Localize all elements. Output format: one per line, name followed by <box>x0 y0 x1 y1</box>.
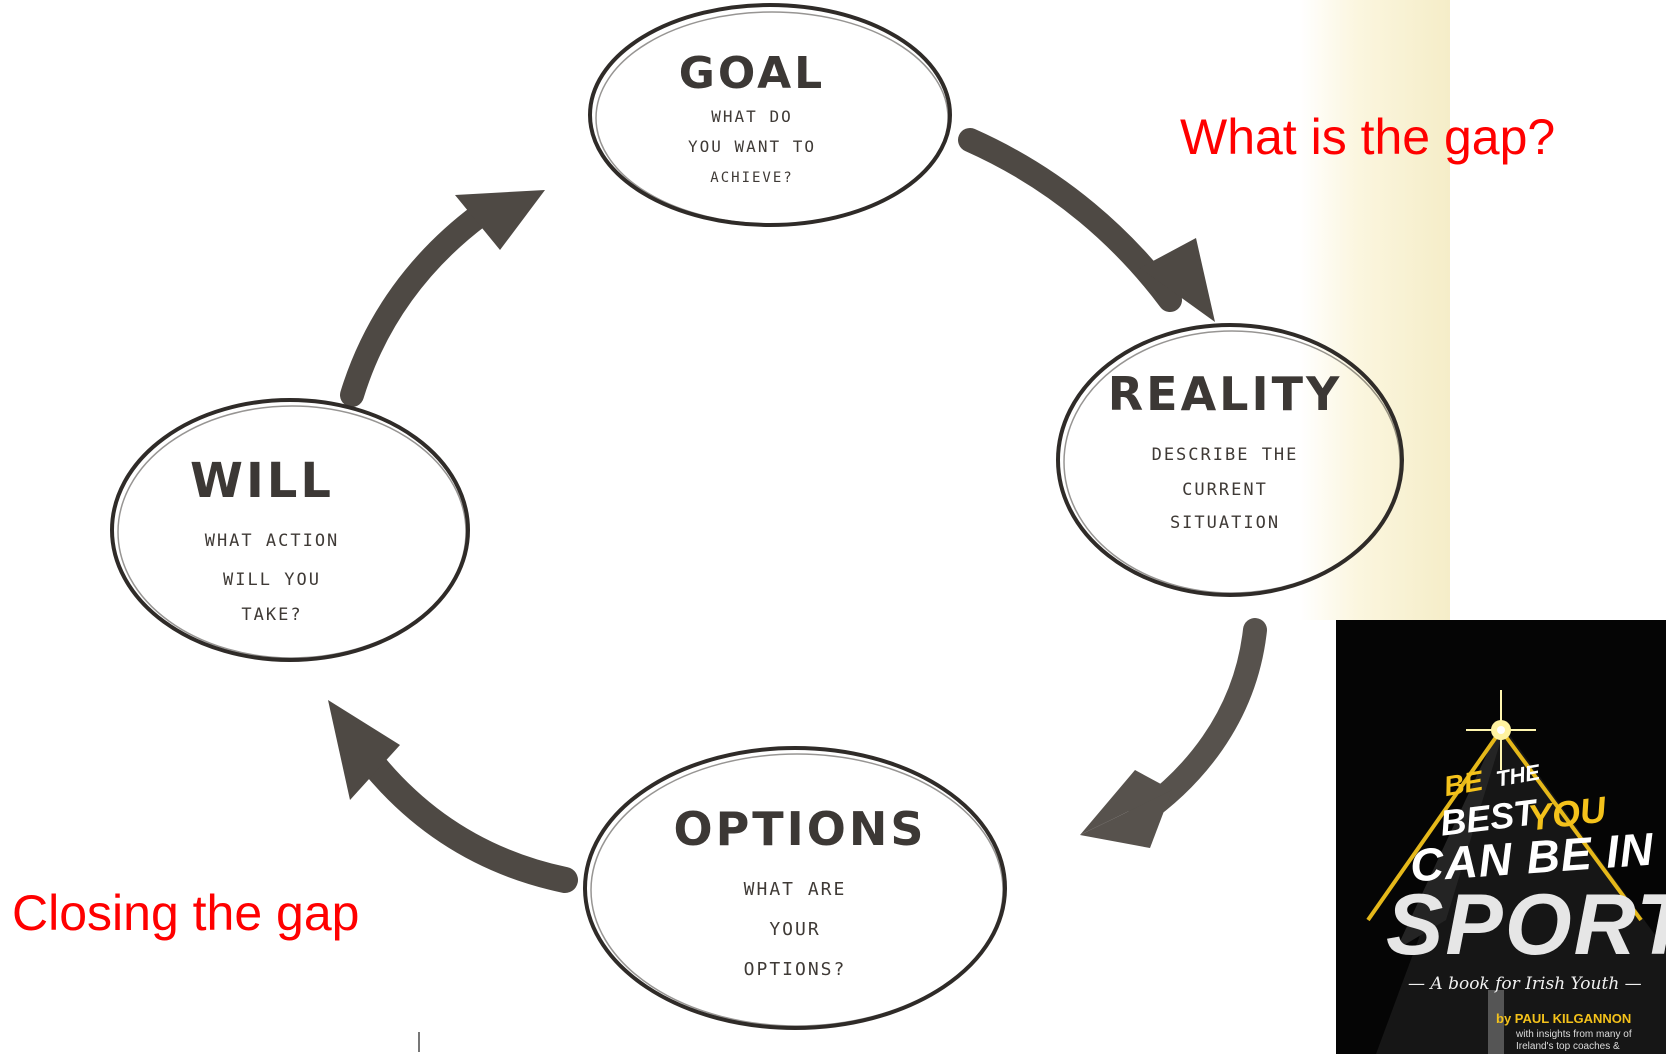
will-title: WILL <box>190 453 334 509</box>
cover-sport: SPORT <box>1386 877 1666 973</box>
will-line-3: TAKE? <box>241 605 302 625</box>
arrow-options-to-will <box>328 700 578 893</box>
reality-line-3: SITUATION <box>1170 513 1280 533</box>
reality-node: REALITY DESCRIBE THE CURRENT SITUATION <box>1056 323 1404 597</box>
cover-author: by PAUL KILGANNON <box>1496 1011 1632 1026</box>
goal-line-3: ACHIEVE? <box>710 170 793 186</box>
cover-insights-line-2: Ireland's top coaches & <box>1516 1041 1620 1052</box>
road-shadow <box>1396 730 1504 950</box>
cover-tagline: — A book for Irish Youth — <box>1408 974 1642 994</box>
book-cover-art <box>1366 690 1666 1054</box>
reality-line-2: CURRENT <box>1182 480 1268 500</box>
book-cover-image: BE THE BEST YOU CAN BE IN SPORT — A book… <box>1336 620 1666 1054</box>
reality-line-1: DESCRIBE THE <box>1152 445 1299 465</box>
will-line-1: WHAT ACTION <box>205 531 340 551</box>
options-line-1: WHAT ARE <box>744 879 847 900</box>
goal-node: GOAL WHAT DO YOU WANT TO ACHIEVE? <box>588 3 952 227</box>
closing-gap-annotation: Closing the gap <box>12 885 360 941</box>
arrow-goal-to-reality <box>958 128 1215 322</box>
road-center-post <box>1488 990 1504 1054</box>
reality-title: REALITY <box>1108 367 1343 421</box>
will-node: WILL WHAT ACTION WILL YOU TAKE? <box>110 398 470 662</box>
will-line-2: WILL YOU <box>223 570 321 590</box>
goal-line-1: WHAT DO <box>711 107 792 126</box>
gap-question-annotation: What is the gap? <box>1180 109 1556 165</box>
goal-title: GOAL <box>679 48 825 99</box>
cover-insights-line-1: with insights from many of <box>1516 1029 1632 1040</box>
options-node: OPTIONS WHAT ARE YOUR OPTIONS? <box>583 746 1007 1030</box>
options-line-3: OPTIONS? <box>744 959 847 980</box>
arrow-will-to-goal <box>340 190 545 407</box>
cover-be: BE <box>1441 764 1486 803</box>
road-edge-right <box>1499 728 1643 922</box>
arrow-reality-to-options <box>1080 618 1267 848</box>
road-edge-left <box>1366 728 1503 922</box>
paper-background-strip <box>1300 0 1450 620</box>
options-line-2: YOUR <box>769 919 820 940</box>
options-title: OPTIONS <box>673 802 926 856</box>
goal-line-2: YOU WANT TO <box>688 137 816 156</box>
divider-tick <box>418 1032 420 1052</box>
star-core <box>1497 726 1505 734</box>
road-shape <box>1376 730 1666 1054</box>
